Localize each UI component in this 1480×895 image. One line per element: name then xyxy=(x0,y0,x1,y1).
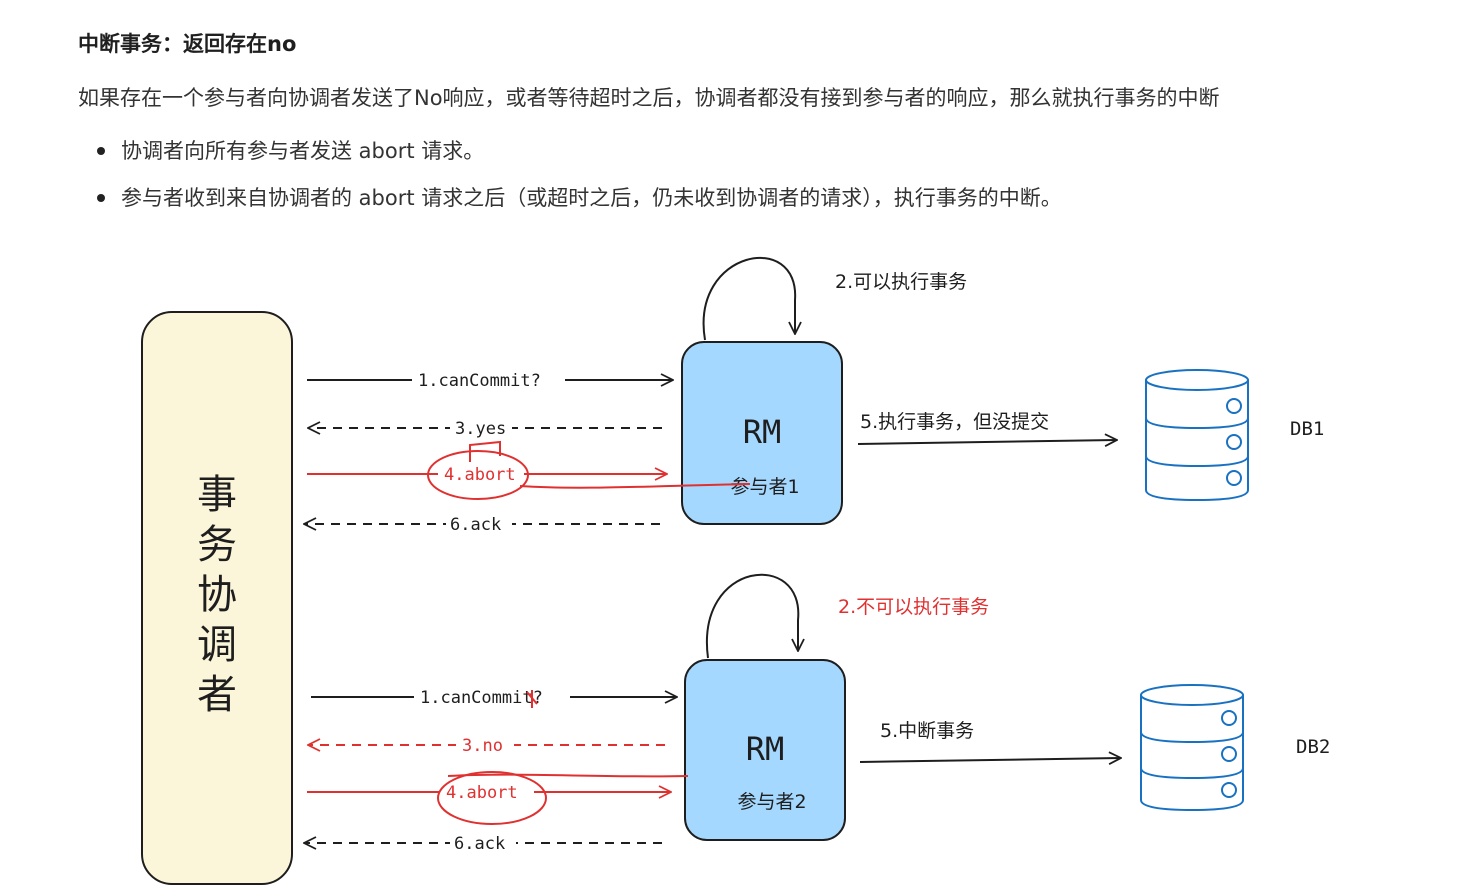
label-bg xyxy=(440,780,534,802)
label-bg xyxy=(450,831,516,853)
abort-label: 4.abort xyxy=(444,465,516,485)
abort-circle-annotation xyxy=(437,771,547,825)
db1-label: DB1 xyxy=(1290,418,1324,440)
coordinator-box: 事 务 协 调 者 xyxy=(141,311,293,885)
db1-cylinder-icon xyxy=(1145,369,1249,502)
no-label: 3.no xyxy=(462,736,503,756)
ack-label: 6.ack xyxy=(450,515,501,535)
label-bg xyxy=(456,733,514,755)
participant-label: 参与者1 xyxy=(730,476,799,498)
abort-label: 4.abort xyxy=(446,783,518,803)
rm-box-2: RM 参与者2 xyxy=(684,659,846,841)
abort-circle-annotation xyxy=(427,450,529,500)
db1-arrow xyxy=(857,440,1116,444)
coordinator-char: 者 xyxy=(197,672,237,718)
label-bg xyxy=(450,416,512,438)
self-loop-label-red: 2.不可以执行事务 xyxy=(838,596,989,618)
coordinator-char: 务 xyxy=(197,522,237,568)
self-loop-arrow xyxy=(702,256,796,341)
intro-paragraph: 如果存在一个参与者向协调者发送了No响应，或者等待超时之后，协调者都没有接到参与… xyxy=(78,86,1220,110)
ack-label: 6.ack xyxy=(454,834,505,854)
coordinator-char: 事 xyxy=(197,472,237,518)
bullet-item: 协调者向所有参与者发送 abort 请求。 xyxy=(95,136,1062,183)
db1-arrow-label: 5.执行事务，但没提交 xyxy=(860,411,1049,433)
db2-label: DB2 xyxy=(1296,736,1330,758)
bullet-item: 参与者收到来自协调者的 abort 请求之后（或超时之后，仍未收到协调者的请求）… xyxy=(95,183,1062,230)
strike-annotation xyxy=(526,690,538,708)
label-bg xyxy=(446,512,512,534)
section-heading: 中断事务：返回存在no xyxy=(78,32,297,56)
db2-arrow-label: 5.中断事务 xyxy=(880,720,974,742)
yes-label: 3.yes xyxy=(455,419,506,439)
strike-annotation xyxy=(519,483,751,489)
rm-box-1: RM 参与者1 xyxy=(681,341,843,525)
db2-cylinder-icon xyxy=(1140,684,1244,812)
rm-label: RM xyxy=(746,730,785,768)
strike-annotation xyxy=(469,440,501,462)
db2-arrow xyxy=(859,758,1120,762)
cancommit-label: 1.canCommit? xyxy=(420,688,543,708)
coordinator-char: 协 xyxy=(197,572,237,618)
coordinator-char: 调 xyxy=(197,622,237,668)
strike-annotation xyxy=(447,773,689,778)
self-loop-arrow xyxy=(705,573,798,659)
cancommit-label: 1.canCommit? xyxy=(418,371,541,391)
bullet-list: 协调者向所有参与者发送 abort 请求。 参与者收到来自协调者的 abort … xyxy=(95,136,1062,230)
rm-label: RM xyxy=(743,413,782,451)
participant-label: 参与者2 xyxy=(737,791,806,813)
label-bg xyxy=(438,462,524,484)
self-loop-label: 2.可以执行事务 xyxy=(835,271,967,293)
